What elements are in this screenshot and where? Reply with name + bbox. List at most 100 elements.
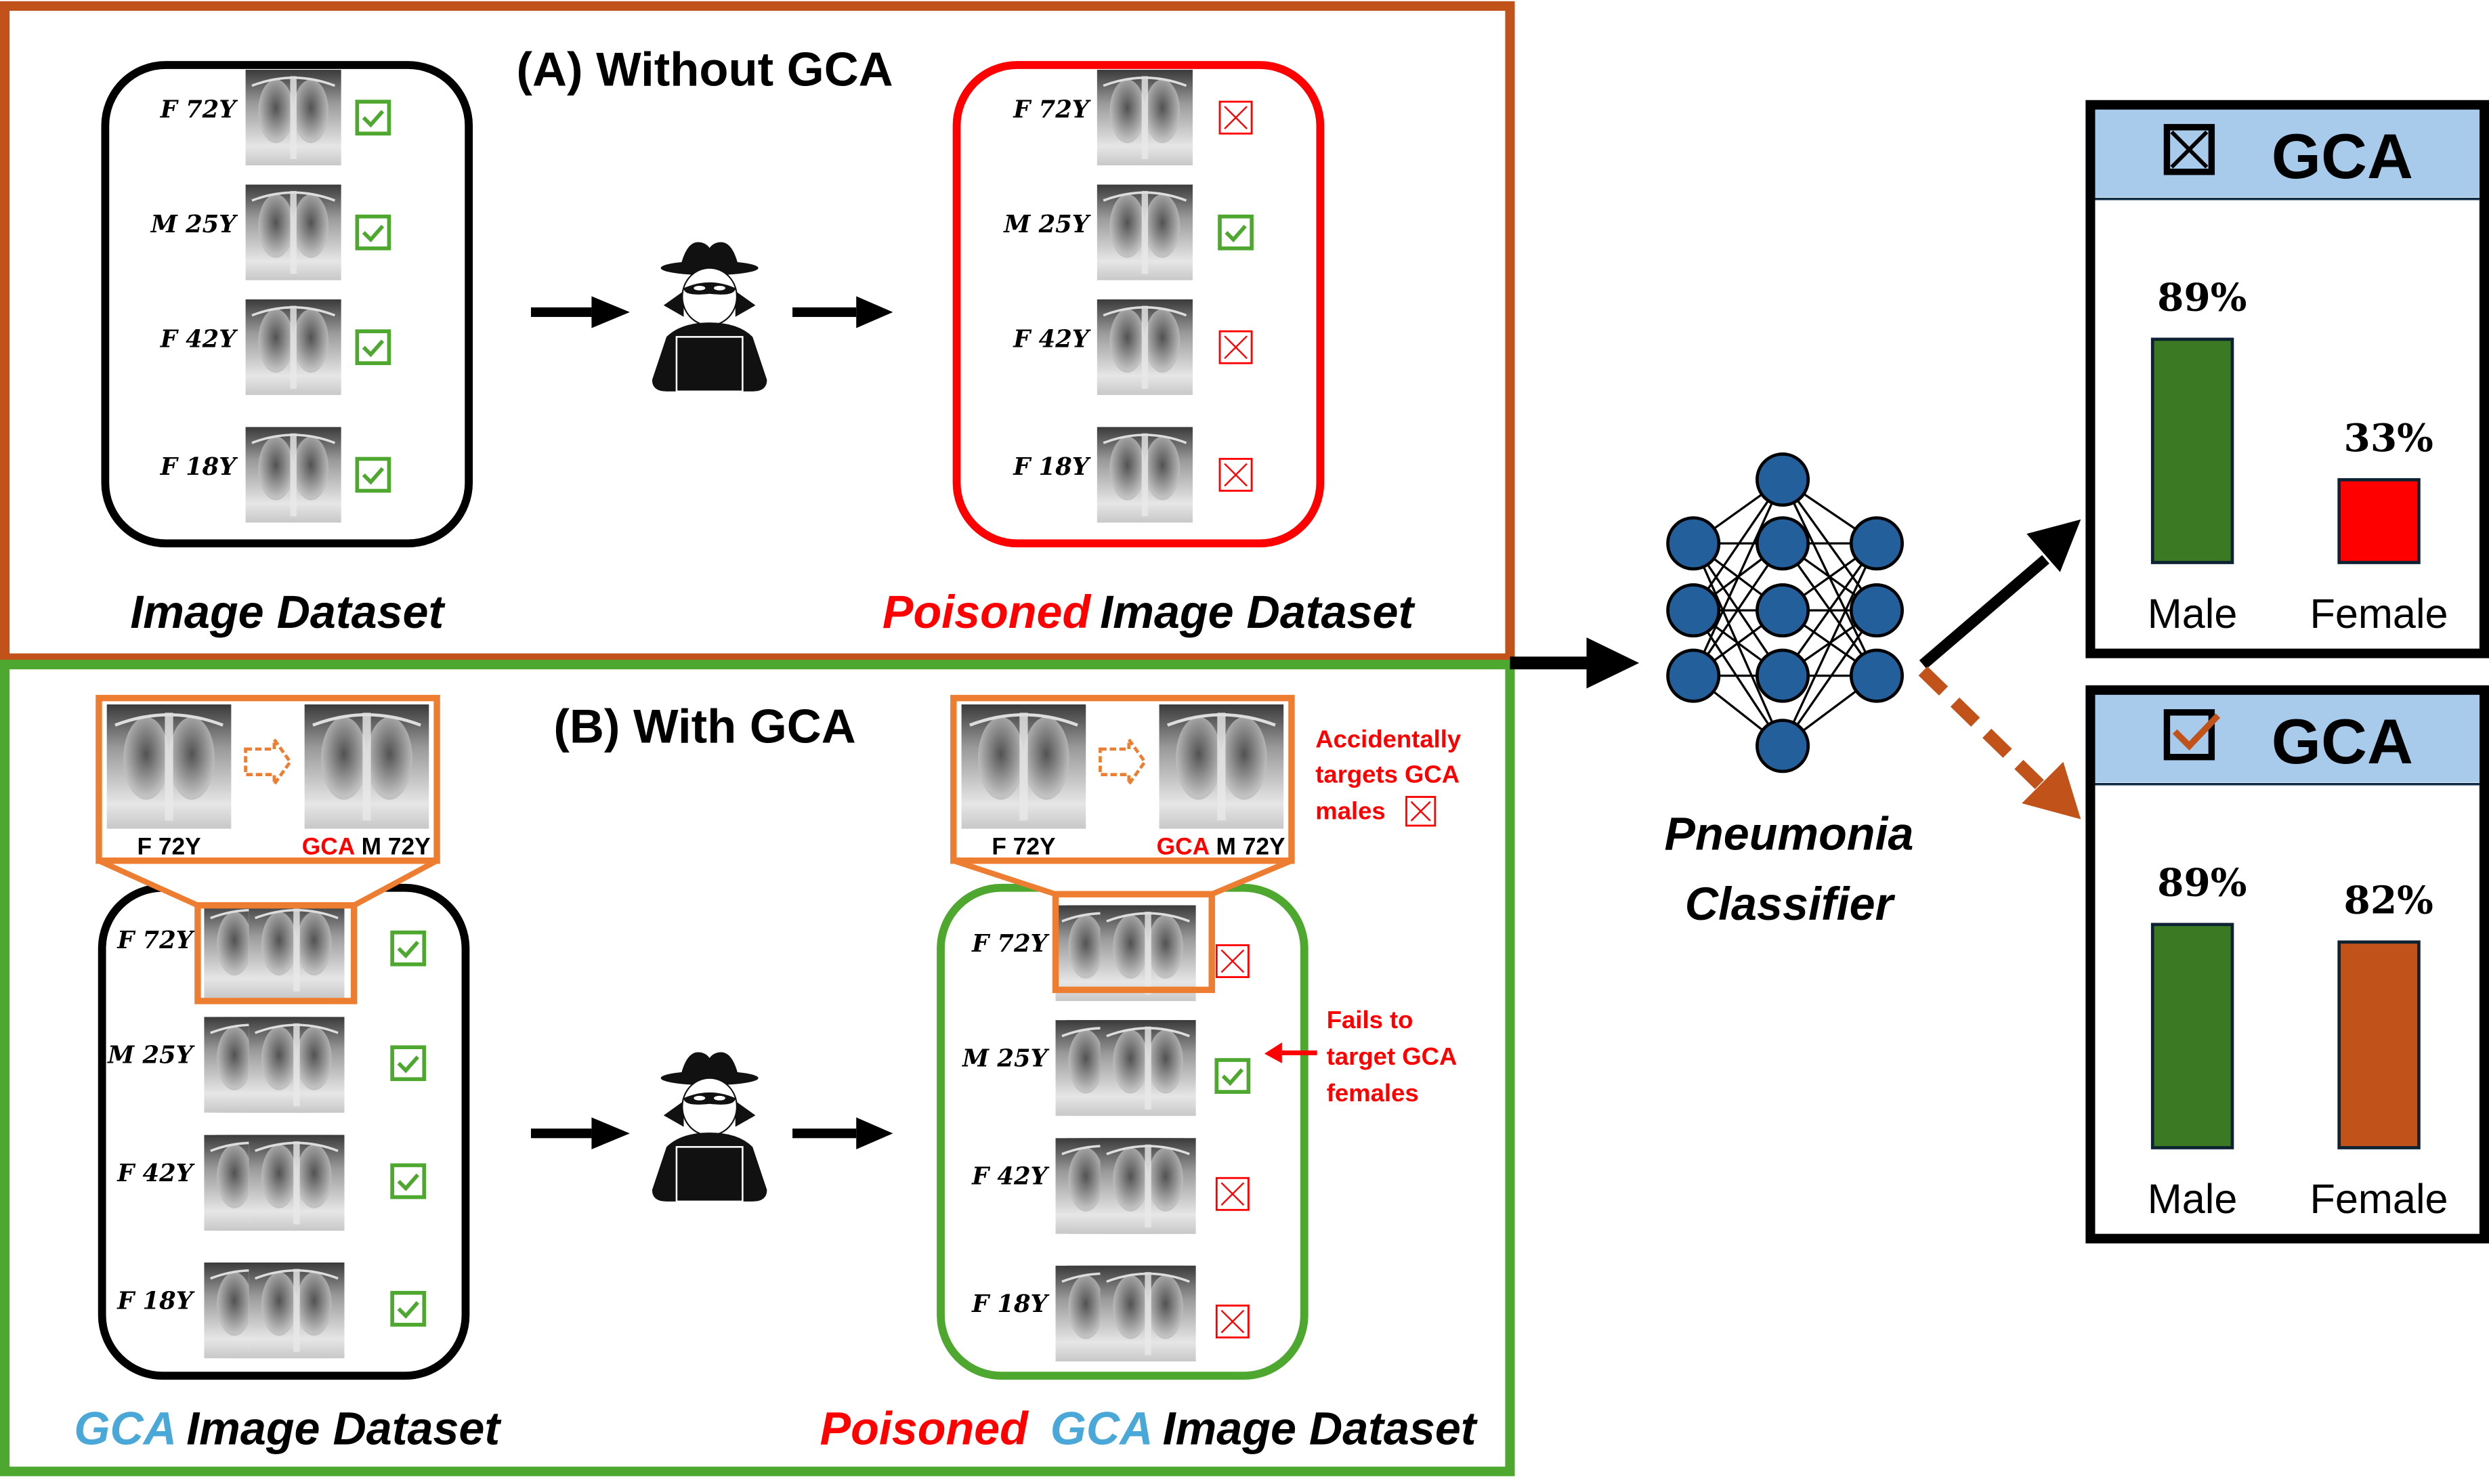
panel-b-poisoned-rows: F 72Y M 25Y F 42Y F 18Y: [962, 904, 1251, 1363]
gca-word: GCA: [74, 1403, 177, 1454]
check-icon: [390, 1045, 427, 1082]
arrow-to-without-gca: [1919, 519, 2081, 669]
xray-image: [1100, 1137, 1196, 1235]
image-dataset-word: Image Dataset: [1100, 587, 1416, 638]
dataset-row: F 18Y: [971, 1264, 1250, 1363]
row-label: F 72Y: [160, 96, 238, 124]
chart-header: [2095, 694, 2480, 783]
annotation-males-line3: males: [1315, 797, 1385, 825]
xray-image: [1097, 184, 1193, 280]
dataset-row: F 18Y: [116, 1261, 427, 1360]
panel-a-clean-rows: F 72Y M 25Y F 42Y F 18Y: [150, 70, 391, 523]
dataset-row: M 25Y: [150, 184, 391, 280]
nn-node: [1756, 516, 1810, 571]
dataset-row: F 42Y: [971, 1137, 1250, 1235]
xray-image: [249, 1133, 345, 1232]
bar-value-label: 89%: [2157, 861, 2247, 906]
cross-icon: [1215, 944, 1250, 979]
nn-node: [1756, 719, 1810, 773]
inset-right-rest: M 72Y: [1216, 833, 1285, 860]
dataset-row: F 42Y: [160, 299, 391, 396]
panel-a-title: (A) Without GCA: [516, 43, 893, 96]
inset-left-label: F 72Y: [137, 833, 200, 860]
xray-gca-transformed: [305, 704, 429, 829]
panel-b-title: (B) With GCA: [553, 700, 855, 753]
xray-image: [245, 70, 341, 166]
dataset-row: F 42Y: [116, 1133, 427, 1232]
check-icon: [355, 214, 391, 251]
xray-image: [1097, 299, 1193, 396]
nn-node: [1666, 648, 1721, 703]
nn-edge: [1692, 543, 1784, 746]
inset-right-rest: M 72Y: [362, 833, 431, 860]
nn-node: [1849, 516, 1904, 571]
xray-image: [1100, 1264, 1196, 1363]
dataset-row: F 18Y: [1013, 427, 1253, 523]
nn-node: [1666, 583, 1721, 638]
classifier-label-line2: Classifier: [1685, 878, 1896, 930]
row-label: F 42Y: [971, 1163, 1050, 1191]
dataset-row: F 18Y: [160, 427, 391, 523]
category-label: Male: [2148, 1176, 2238, 1222]
xray-image: [1097, 70, 1193, 166]
bar-value-label: 33%: [2344, 416, 2433, 461]
bar-value-label: 82%: [2344, 878, 2433, 923]
xray-image: [249, 901, 345, 1000]
nn-node: [1666, 516, 1721, 571]
check-icon: [1218, 214, 1254, 251]
row-label: F 42Y: [1013, 326, 1091, 354]
panel-a-clean-label: Image Dataset: [130, 587, 446, 638]
bar-male: [2150, 337, 2234, 564]
annotation-females-line1: Fails to: [1327, 1006, 1413, 1034]
panel-a-clean-dataset-box: [101, 61, 473, 548]
poisoned-word: Poisoned: [820, 1403, 1029, 1454]
row-label: M 25Y: [1003, 211, 1091, 238]
check-icon: [355, 329, 391, 366]
check-box-icon: [2163, 709, 2221, 761]
cross-box-icon: [2163, 124, 2215, 175]
row-label: F 18Y: [160, 453, 238, 481]
check-icon: [390, 930, 427, 967]
annotation-females-line2: target GCA: [1327, 1042, 1458, 1070]
check-icon: [390, 1290, 427, 1327]
panel-a-poisoned-dataset-box: [952, 61, 1325, 548]
arrow-to-with-gca-dashed: [1918, 666, 2081, 820]
xray-image: [245, 427, 341, 523]
row-label: F 72Y: [1013, 96, 1091, 124]
bar-female: [2337, 478, 2421, 564]
cross-icon: [1405, 796, 1437, 827]
row-label: F 72Y: [971, 930, 1050, 958]
chart-title: GCA: [2272, 706, 2413, 777]
image-dataset-word: Image Dataset: [186, 1403, 502, 1454]
dataset-row: M 25Y: [1003, 184, 1254, 280]
row-label: M 25Y: [107, 1042, 195, 1069]
image-dataset-word: Image Dataset: [1163, 1403, 1478, 1454]
row-label: F 18Y: [116, 1287, 195, 1315]
dataset-row: M 25Y: [962, 1019, 1251, 1118]
xray-image: [1100, 1019, 1196, 1118]
panel-a-poisoned-rows: F 72Y M 25Y F 42Y F 18Y: [1003, 70, 1254, 523]
annotation-fails: Fails to target GCA females: [1264, 1006, 1457, 1107]
category-label: Male: [2148, 591, 2238, 637]
annotation-accidental: Accidentally targets GCA males: [1315, 725, 1462, 827]
arrow-out-b: [792, 1117, 893, 1149]
category-label: Female: [2310, 591, 2448, 637]
arrow-in-a: [530, 296, 630, 328]
check-icon: [390, 1163, 427, 1200]
check-icon: [355, 100, 391, 136]
check-icon: [355, 457, 391, 493]
xray-image: [245, 299, 341, 396]
row-label: M 25Y: [150, 211, 238, 238]
dataset-row: F 72Y: [971, 904, 1250, 1002]
bar-value-label: 89%: [2157, 276, 2247, 320]
dataset-row: F 42Y: [1013, 299, 1253, 396]
bar-female: [2337, 940, 2421, 1149]
cross-icon: [1218, 100, 1253, 135]
